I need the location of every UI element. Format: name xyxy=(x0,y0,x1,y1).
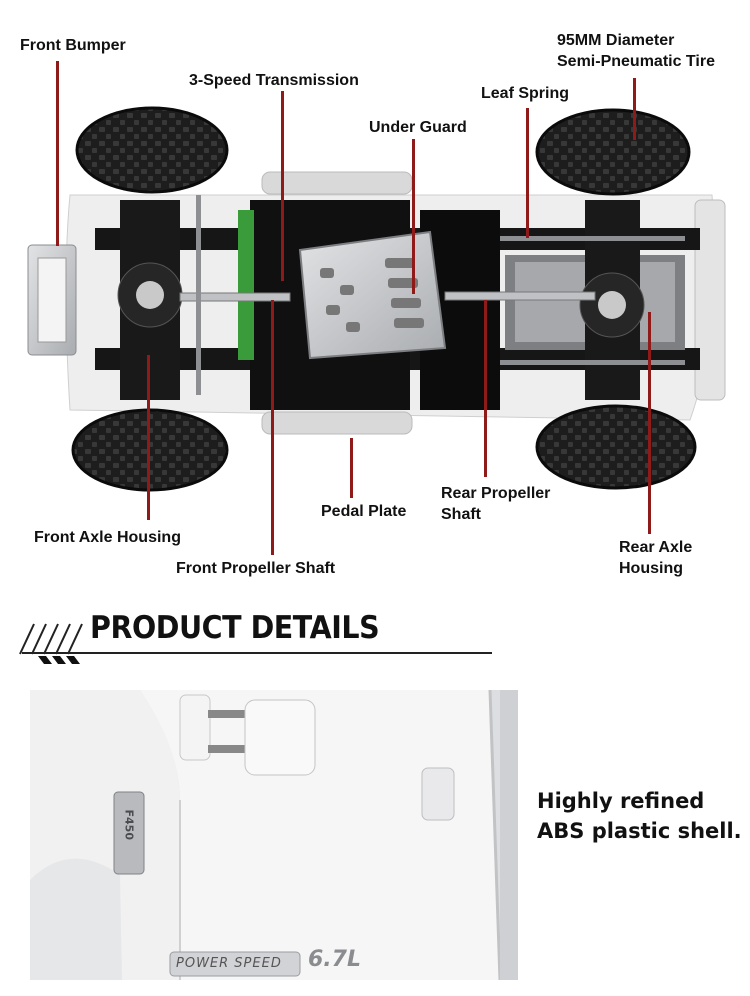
leader-pedal-plate xyxy=(350,438,353,498)
under-guard xyxy=(298,230,447,360)
label-under-guard: Under Guard xyxy=(369,119,467,136)
leader-rear-axle xyxy=(648,312,651,534)
leaf-spring xyxy=(500,236,685,241)
label-rear-axle-line2: Housing xyxy=(619,560,683,577)
side-lettering: POWER SPEED xyxy=(176,956,282,971)
label-rear-axle-line1: Rear Axle xyxy=(619,539,693,556)
label-tire-line2: Semi-Pneumatic Tire xyxy=(557,53,715,70)
engine-badge: 6.7L xyxy=(308,947,361,972)
front-bumper xyxy=(27,244,77,356)
label-front-bumper: Front Bumper xyxy=(20,37,126,54)
rear-axle xyxy=(579,200,645,400)
chassis-diagram xyxy=(27,106,726,492)
leader-leaf-spring xyxy=(526,108,529,238)
label-leaf-spring: Leaf Spring xyxy=(481,85,570,102)
label-pedal-plate: Pedal Plate xyxy=(321,503,407,520)
label-transmission: 3-Speed Transmission xyxy=(189,72,359,89)
leader-front-bumper xyxy=(56,61,59,246)
front-propeller-shaft xyxy=(179,292,291,302)
label-front-shaft: Front Propeller Shaft xyxy=(176,560,336,577)
leader-under-guard xyxy=(412,139,415,294)
label-front-axle: Front Axle Housing xyxy=(34,529,181,546)
leader-tire xyxy=(633,78,636,140)
rear-propeller-shaft xyxy=(444,291,596,301)
detail-photo: F450 POWER SPEED 6.7L xyxy=(30,690,518,980)
tire-front-bottom xyxy=(71,408,229,492)
truck-door-illustration xyxy=(30,690,518,980)
badge-text: F450 xyxy=(122,809,136,840)
detail-caption: Highly refined ABS plastic shell. xyxy=(537,789,742,843)
leader-transmission xyxy=(281,91,284,281)
leader-front-shaft xyxy=(271,300,274,555)
front-axle xyxy=(117,200,183,400)
header-stripes-icon xyxy=(19,623,492,664)
tire-front-top xyxy=(75,106,229,194)
leader-front-axle xyxy=(147,355,150,520)
label-rear-shaft-line1: Rear Propeller xyxy=(441,485,551,502)
label-tire-line1: 95MM Diameter xyxy=(557,32,675,49)
leader-rear-shaft xyxy=(484,300,487,477)
tire-rear-bottom xyxy=(535,404,697,490)
tire-rear-top xyxy=(535,108,691,196)
section-title: PRODUCT DETAILS xyxy=(90,610,380,646)
label-rear-shaft-line2: Shaft xyxy=(441,506,481,523)
